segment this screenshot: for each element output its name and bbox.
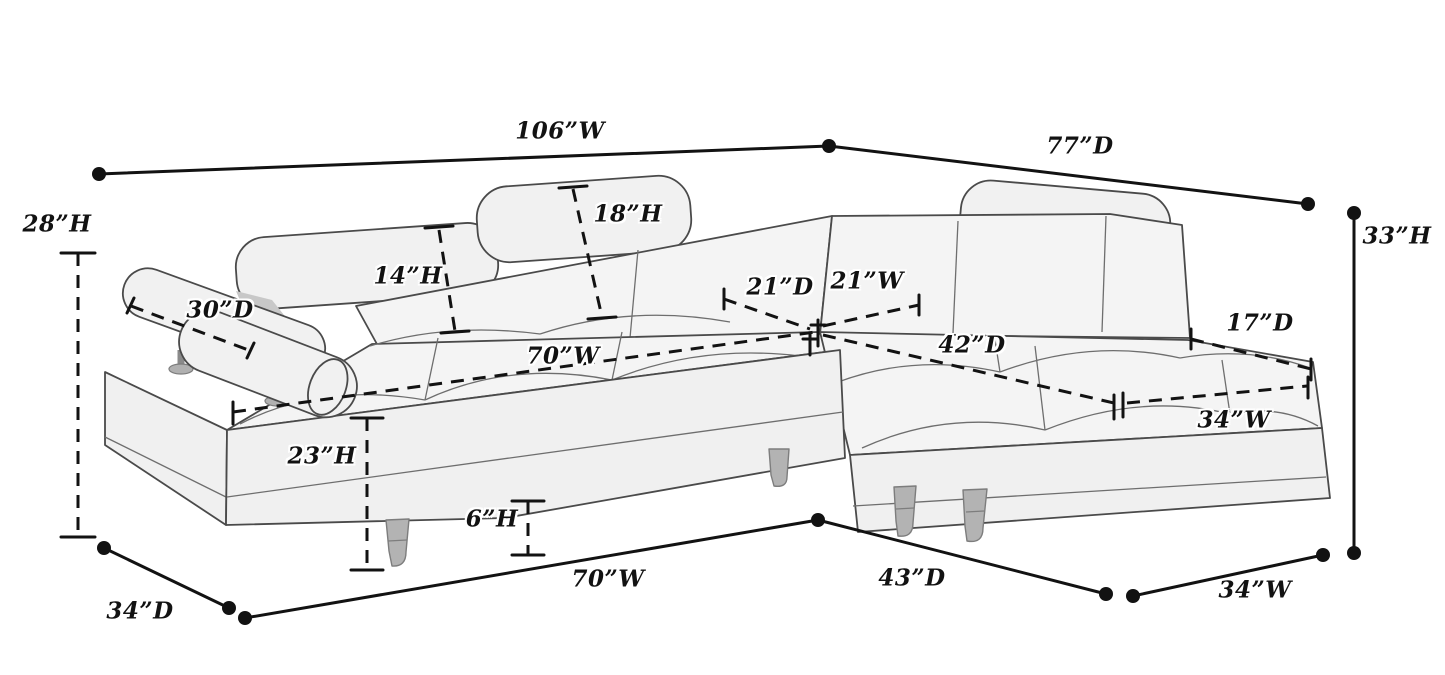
label-floor-width: 70”W <box>571 565 645 593</box>
overall-depth-line <box>827 144 1310 206</box>
center-back-leg <box>768 448 790 487</box>
sofa-legs <box>385 448 988 567</box>
floor-left-depth-line <box>102 546 231 610</box>
label-overall-depth: 77”D <box>1046 132 1114 160</box>
base-front-left <box>225 349 846 526</box>
floor-depth-line <box>816 518 1108 596</box>
seat-height-dashed <box>349 416 385 572</box>
label-chaise-width: 34”W <box>1197 406 1271 434</box>
right-arm-seam <box>1101 215 1107 333</box>
dimension-lines <box>59 139 1361 625</box>
chaise-seat-depth-dashed <box>822 333 1125 421</box>
center-headrest <box>475 174 693 264</box>
leg-height-dashed <box>510 499 546 557</box>
label-corner-depth: 21”D <box>746 273 814 301</box>
armrest-depth-dashed <box>125 296 256 360</box>
floor-width-line <box>243 518 820 620</box>
label-floor-left-depth: 34”D <box>106 597 174 625</box>
floor-right-width-line <box>1131 553 1325 598</box>
corner-depth-dashed <box>722 287 811 331</box>
label-chaise-seat-depth: 42”D <box>938 331 1006 359</box>
base-left-side-seam <box>104 436 227 498</box>
right-back-seam <box>952 220 959 334</box>
left-back-seam <box>629 249 639 339</box>
label-backrest-height: 14”H <box>373 262 443 290</box>
chaise-front-leg <box>962 488 988 543</box>
label-floor-depth: 43”D <box>878 564 946 592</box>
label-seat-width: 70”W <box>526 342 600 370</box>
headrest-height-dashed <box>557 184 618 321</box>
seat-width-dashed <box>231 330 816 426</box>
label-overall-width: 106”W <box>515 117 605 145</box>
label-corner-width: 21”W <box>830 267 904 295</box>
label-leg-height: 6”H <box>465 505 519 533</box>
label-seat-height: 23”H <box>287 442 357 470</box>
armrest-roll <box>178 309 358 419</box>
overall-width-line <box>97 144 831 176</box>
chaise-seat-tufting <box>827 339 1319 449</box>
sofa-illustration <box>104 174 1331 567</box>
left-height-dashed <box>59 251 97 539</box>
label-floor-right-width: 34”W <box>1218 576 1292 604</box>
label-left-back-height: 28”H <box>22 210 92 238</box>
label-right-back-height: 33”H <box>1362 222 1432 250</box>
base-front-left-seam <box>226 411 844 498</box>
chaise-overhang-dashed <box>1189 327 1313 382</box>
label-headrest-height: 18”H <box>593 200 663 228</box>
left-front-leg <box>385 518 410 567</box>
label-chaise-overhang: 17”D <box>1226 309 1294 337</box>
label-armrest-depth: 30”D <box>186 296 254 324</box>
base-left-side <box>104 371 228 526</box>
corner-width-dashed <box>822 293 921 328</box>
center-front-leg <box>893 485 917 537</box>
corner-tick-marks <box>801 318 827 357</box>
chaise-base-seam <box>852 476 1327 507</box>
chaise-width-dashed <box>1126 375 1310 405</box>
backrest-height-dashed <box>423 224 471 335</box>
dimension-end-dots <box>92 139 1361 625</box>
